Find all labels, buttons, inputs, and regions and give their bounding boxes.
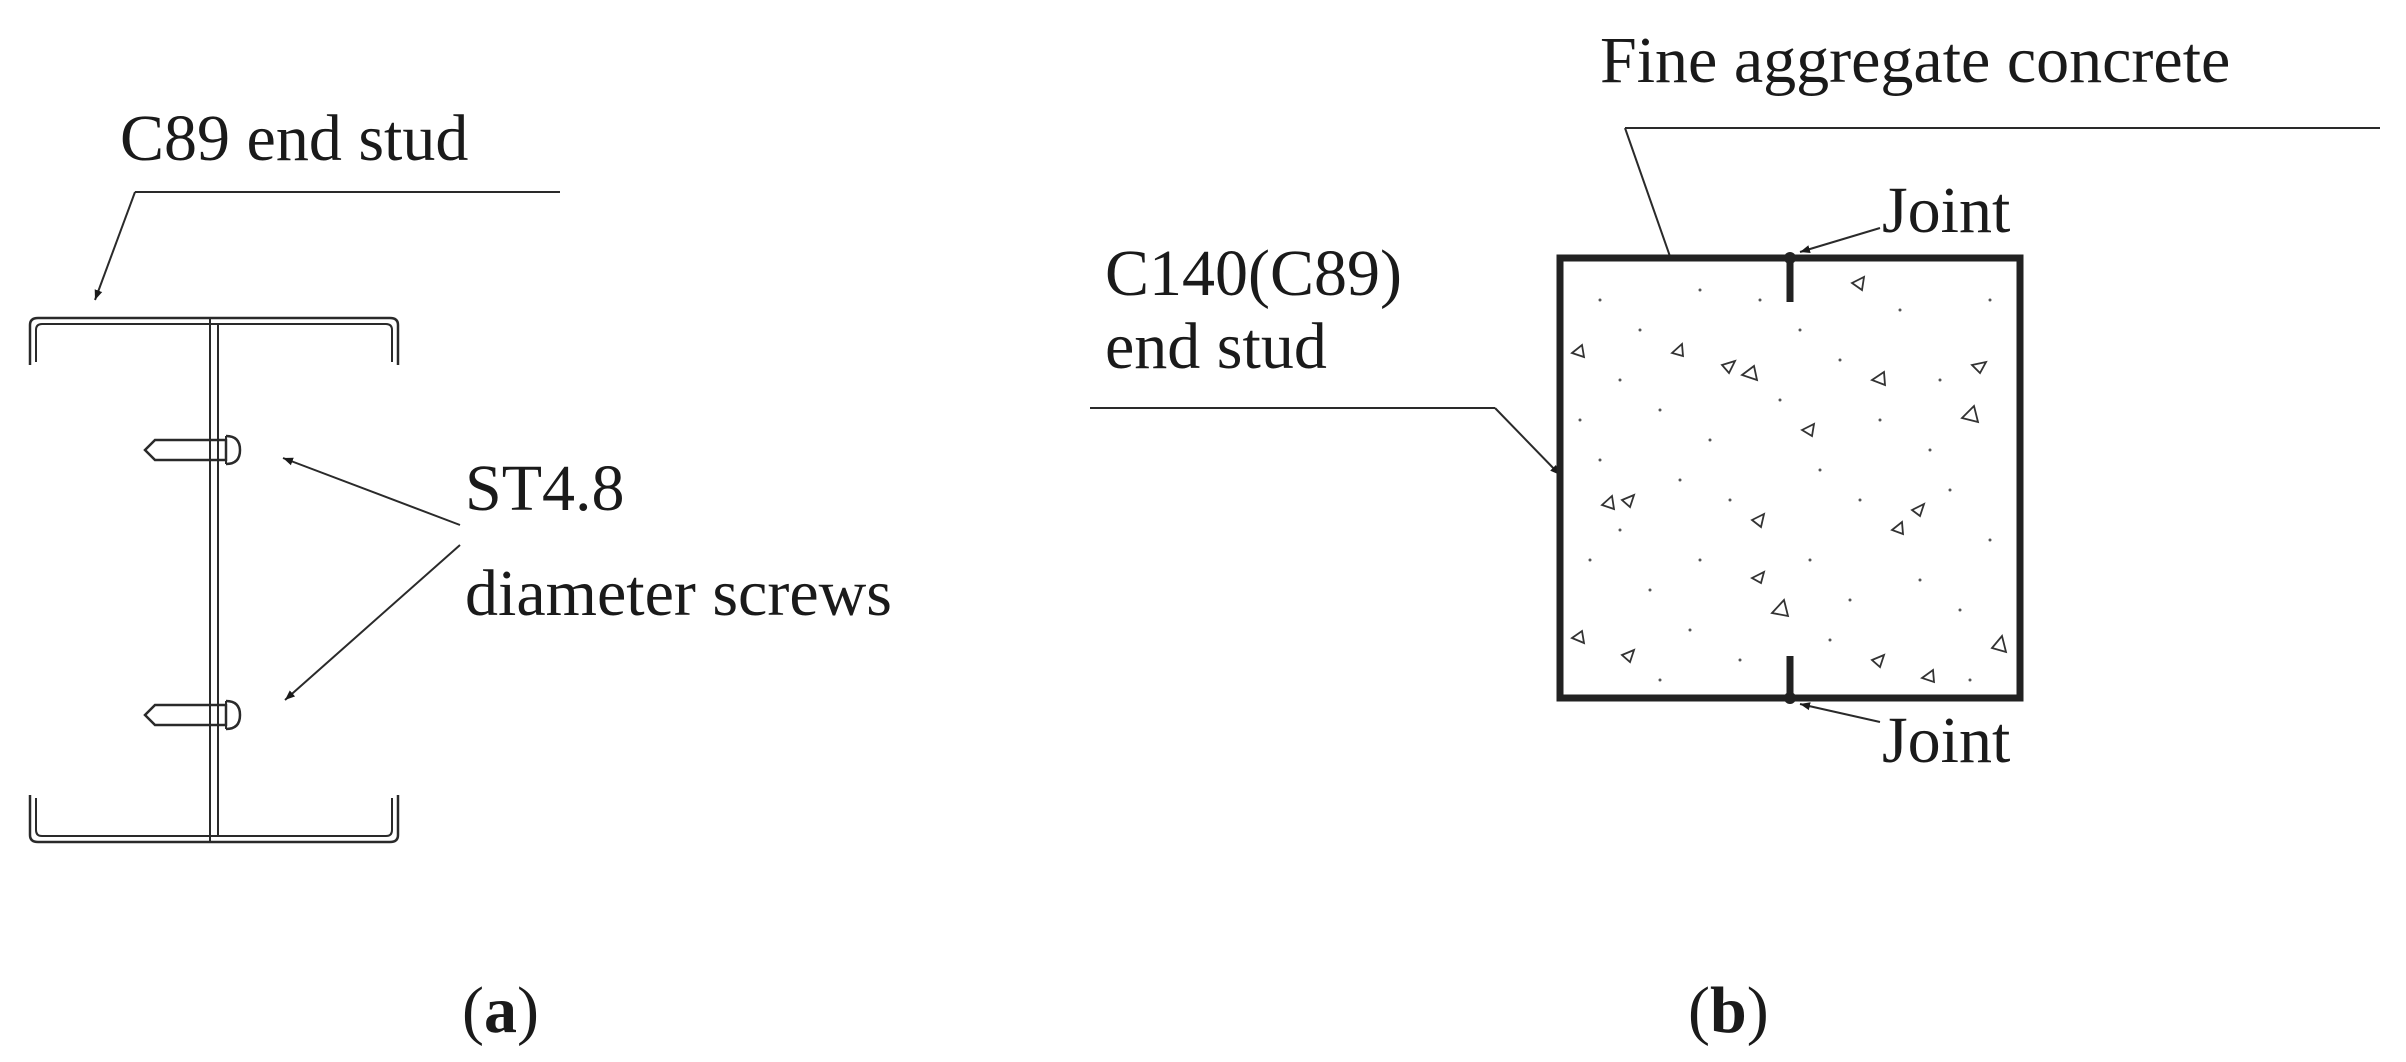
screw-top bbox=[143, 434, 242, 466]
caption-a-open: ( bbox=[462, 974, 484, 1047]
aggregate-texture bbox=[1570, 275, 2008, 684]
joint-leader-top bbox=[1799, 227, 1881, 253]
c140-end-stud-label-line1: C140(C89) bbox=[1105, 237, 1402, 310]
joint-dot-bottom bbox=[1784, 692, 1796, 704]
joint-label-top: Joint bbox=[1882, 174, 2010, 247]
caption-b-letter: b bbox=[1710, 974, 1747, 1047]
screw-leader-top bbox=[282, 457, 461, 526]
caption-a: (a) bbox=[462, 974, 539, 1047]
caption-b-close: ) bbox=[1747, 974, 1769, 1047]
concrete-filled-section bbox=[1556, 254, 2024, 702]
stud-leader-a bbox=[94, 191, 560, 301]
c89-top-channel bbox=[28, 316, 400, 365]
c89-bottom-channel bbox=[28, 795, 400, 844]
c89-end-stud-label: C89 end stud bbox=[120, 102, 468, 175]
caption-b-open: ( bbox=[1688, 974, 1710, 1047]
panel-b: Fine aggregate concrete C140(C89) end st… bbox=[1090, 24, 2380, 1047]
screw-bottom bbox=[143, 699, 242, 731]
screw-label-line2: diameter screws bbox=[465, 557, 892, 630]
joint-leader-bottom bbox=[1799, 702, 1881, 723]
c140-stud-leader bbox=[1090, 407, 1561, 476]
caption-a-close: ) bbox=[517, 974, 539, 1047]
screw-label-line1: ST4.8 bbox=[465, 452, 625, 525]
sand-dots bbox=[1578, 288, 1992, 682]
panel-a: C89 end stud ST4.8 diameter screws (a) bbox=[28, 102, 892, 1047]
fine-aggregate-concrete-label: Fine aggregate concrete bbox=[1600, 24, 2230, 97]
caption-b: (b) bbox=[1688, 974, 1769, 1047]
screw-leader-bottom bbox=[284, 544, 461, 701]
c140-end-stud-label-line2: end stud bbox=[1105, 310, 1327, 383]
caption-a-letter: a bbox=[484, 974, 517, 1047]
joint-dot-top bbox=[1784, 252, 1796, 264]
joint-label-bottom: Joint bbox=[1882, 704, 2010, 777]
